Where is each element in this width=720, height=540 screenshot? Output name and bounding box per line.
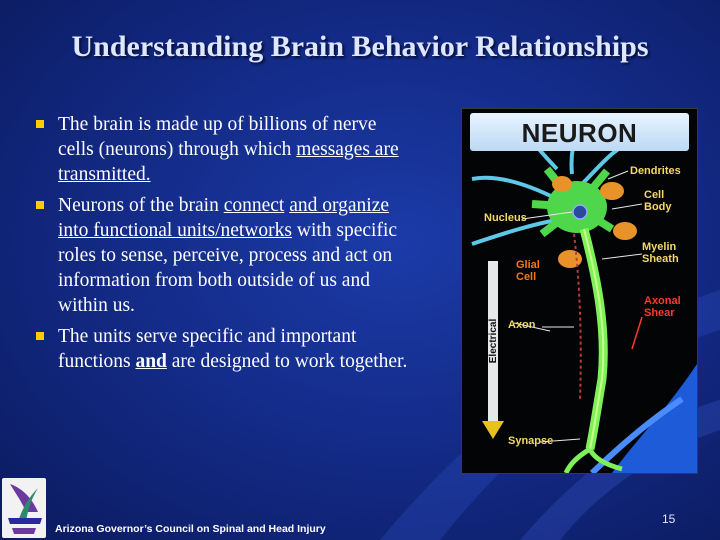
bullet-text-tail: with specific roles to sense, perceive, …: [58, 220, 398, 316]
footer-text: Arizona Governor’s Council on Spinal and…: [55, 523, 326, 535]
bullet-underlined-connect: connect: [223, 195, 285, 216]
council-logo-icon: [8, 484, 42, 534]
bullet-bold-and: and: [135, 351, 167, 372]
bullet-square-icon: [36, 201, 44, 209]
council-logo: [2, 478, 46, 538]
bullet-underlined-organize: and organize into functional units/netwo…: [58, 195, 390, 241]
bullet-text: Neurons of the brain: [58, 195, 224, 216]
slide-title: Understanding Brain Behavior Relationshi…: [71, 30, 649, 63]
label-electrical: Electrical: [488, 318, 499, 364]
bullet-square-icon: [36, 120, 44, 128]
neuron-title: NEURON: [521, 118, 638, 148]
label-nucleus: Nucleus: [484, 212, 527, 224]
bullet-underlined-text: messages are transmitted.: [58, 139, 399, 185]
bullet-text: The brain is made up of billions of nerv…: [58, 114, 377, 160]
bullet-square-icon: [36, 332, 44, 340]
bullet-item: Neurons of the brain connect and organiz…: [34, 193, 409, 318]
label-glial-cell: Glial Cell: [516, 259, 540, 283]
label-axon: Axon: [508, 319, 536, 331]
bullet-list: The brain is made up of billions of nerv…: [34, 112, 409, 380]
bullet-text: The units serve specific and important f…: [58, 326, 357, 372]
neuron-header: NEURON: [470, 113, 689, 151]
neuron-illustration: [471, 123, 697, 473]
neuron-diagram: NEURON Dendrites Cell Body Nucleus Myeli…: [461, 108, 698, 474]
bullet-text-tail: are designed to work together.: [166, 351, 408, 372]
page-number: 15: [662, 512, 676, 526]
label-dendrites: Dendrites: [630, 165, 681, 177]
label-synapse: Synapse: [508, 435, 554, 447]
bullet-item: The brain is made up of billions of nerv…: [34, 112, 409, 187]
bullet-item: The units serve specific and important f…: [34, 324, 409, 374]
label-myelin-sheath: Myelin Sheath: [642, 241, 679, 265]
label-axonal-shear: Axonal Shear: [644, 295, 681, 319]
label-cell-body: Cell Body: [644, 189, 672, 213]
